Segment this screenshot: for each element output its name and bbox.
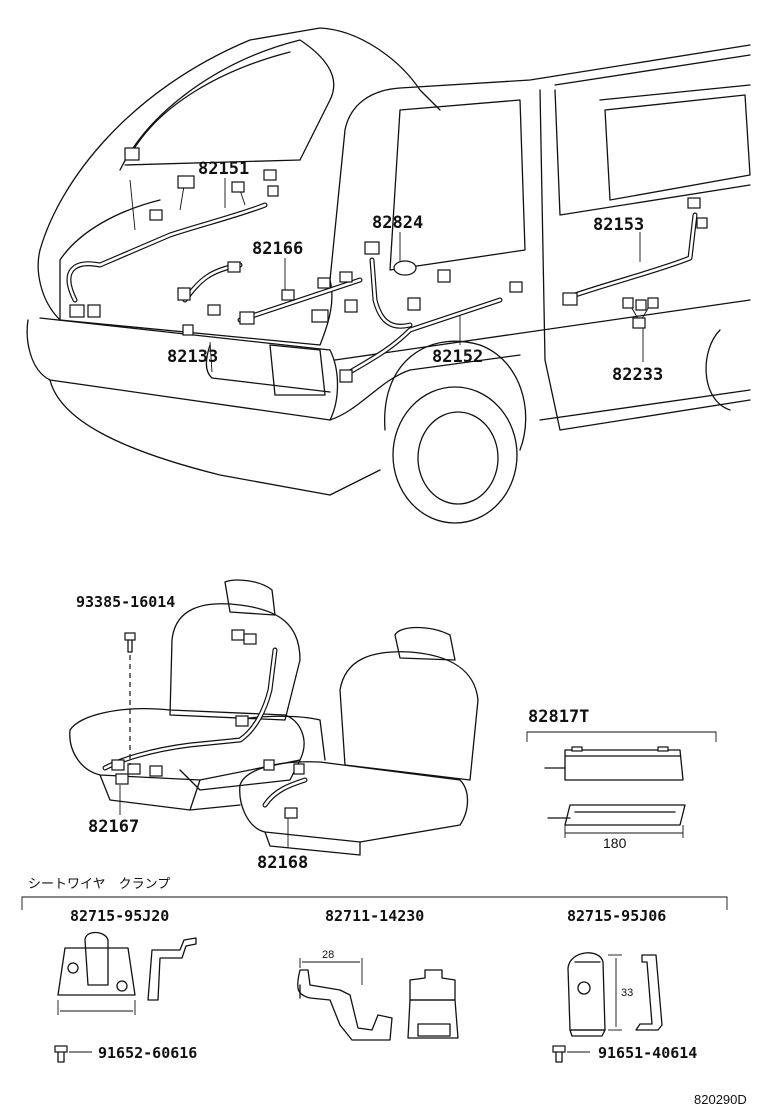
label-82233: 82233 — [612, 365, 663, 385]
harness-82167[interactable] — [102, 629, 278, 785]
harness-82233[interactable] — [622, 297, 659, 329]
clamp-82711-14230[interactable] — [297, 958, 459, 1041]
harness-82153[interactable] — [562, 197, 708, 306]
label-93385-16014: 93385-16014 — [76, 593, 175, 611]
harness-82166[interactable] — [237, 271, 363, 325]
section-bracket — [21, 896, 728, 910]
vehicle-body-drawing — [26, 27, 751, 524]
diagram-code: 820290D — [694, 1092, 747, 1107]
clamp-82715-95J20[interactable] — [57, 931, 197, 1016]
label-82152: 82152 — [432, 347, 483, 367]
part-82824[interactable] — [364, 241, 417, 276]
label-82715-95J06: 82715-95J06 — [567, 907, 666, 925]
label-82824: 82824 — [372, 213, 423, 233]
harness-82151[interactable] — [66, 147, 279, 318]
clamp-82715-95J06[interactable] — [567, 952, 663, 1037]
label-82151: 82151 — [198, 159, 249, 179]
leader-lines-vehicle — [209, 178, 644, 373]
harness-82168[interactable] — [262, 759, 308, 819]
harness-82133[interactable] — [177, 261, 243, 336]
dimension-28: 28 — [322, 949, 334, 961]
dimension-180: 180 — [603, 835, 627, 851]
bolt-91651-40614-icon[interactable] — [552, 1045, 590, 1063]
label-82153: 82153 — [593, 215, 644, 235]
inset-82817T[interactable] — [526, 731, 717, 838]
label-82715-95J20: 82715-95J20 — [70, 907, 169, 925]
label-82817T: 82817T — [528, 707, 589, 727]
dimension-33: 33 — [621, 987, 633, 999]
label-91651-40614: 91651-40614 — [598, 1044, 697, 1062]
seat-drawing — [69, 579, 479, 856]
label-82167: 82167 — [88, 817, 139, 837]
harness-82152[interactable] — [339, 257, 523, 383]
bolt-91652-60616-icon[interactable] — [54, 1045, 92, 1063]
label-82168: 82168 — [257, 853, 308, 873]
label-82133: 82133 — [167, 347, 218, 367]
label-82711-14230: 82711-14230 — [325, 907, 424, 925]
label-82166: 82166 — [252, 239, 303, 259]
section-title: シートワイヤ クランプ — [28, 877, 170, 892]
label-91652-60616: 91652-60616 — [98, 1044, 197, 1062]
bolt-93385-16014-icon[interactable] — [124, 632, 136, 653]
